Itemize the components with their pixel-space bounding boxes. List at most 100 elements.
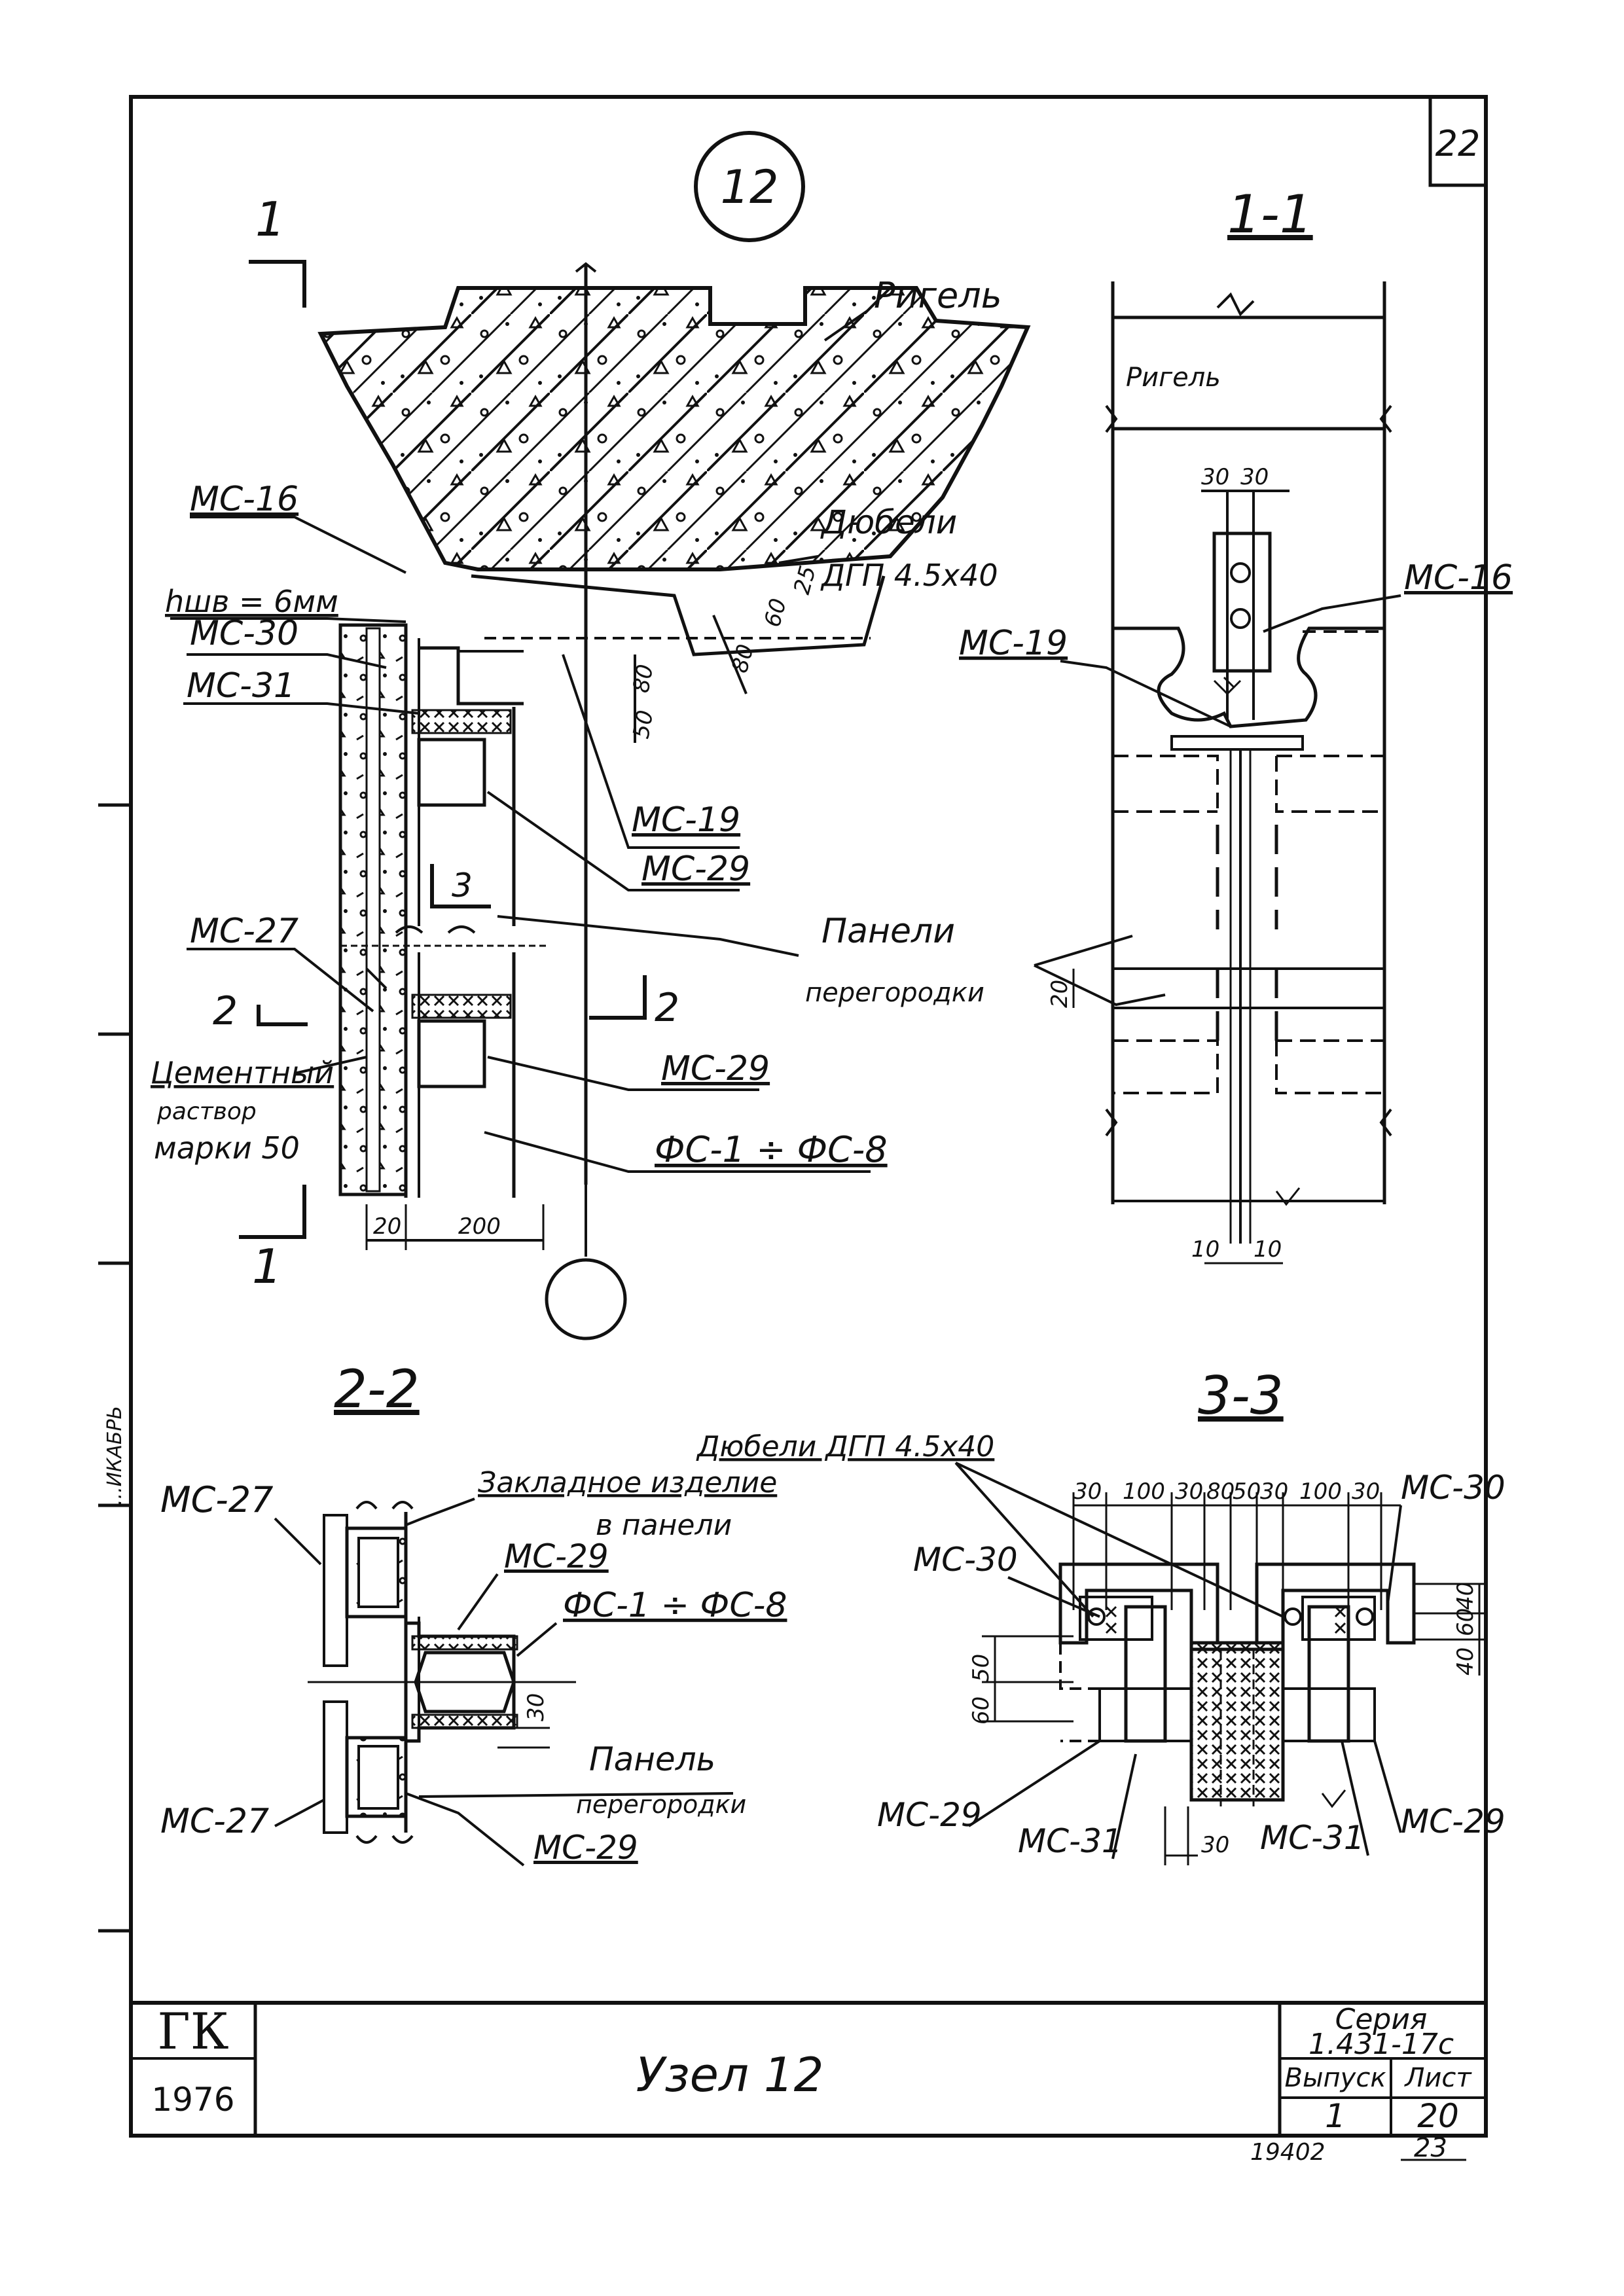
- panels-label-1: Панели: [821, 912, 955, 951]
- ms16-label: МС-16: [190, 480, 298, 519]
- dim-25: 25: [789, 563, 821, 597]
- cut-1-top: 1: [255, 192, 285, 247]
- ms27-label: МС-27: [190, 912, 298, 951]
- d33-right-60: 60: [1453, 1608, 1479, 1636]
- series-value: 1.431-17с: [1308, 2028, 1454, 2061]
- d33-2: 100: [1123, 1479, 1165, 1505]
- dowels-33-label: Дюбели ДГП 4.5х40: [696, 1430, 994, 1463]
- logo: ГК: [157, 2002, 228, 2060]
- stamp-sheet-id: 19402: [1250, 2139, 1326, 2166]
- cut-2-right: 2: [655, 985, 679, 1031]
- central-tube: [1189, 1641, 1285, 1802]
- ms31-left-label: МС-31: [1018, 1822, 1123, 1860]
- d33-7: 100: [1299, 1479, 1342, 1505]
- dowels-label-2: ДГП 4.5х40: [820, 558, 998, 593]
- top30b: 30: [1240, 464, 1269, 490]
- ms29-top-22-label: МС-29: [504, 1537, 609, 1575]
- d33-left-50: 50: [968, 1654, 994, 1682]
- rigel-beam: [317, 286, 1031, 571]
- embedded-label-1: Закладное изделие: [478, 1466, 777, 1499]
- cut-2-left: 2: [213, 988, 238, 1034]
- ms29-left-label: МС-29: [877, 1796, 982, 1834]
- section-1-1: 1-1 Ригель 30 30: [959, 184, 1513, 1265]
- ms16-plate: [1212, 531, 1272, 673]
- section-3-3: 3-3 Дюбели ДГП 4.5х40 30 100 30 80 50 30…: [696, 1365, 1506, 1865]
- dim-200: 200: [458, 1213, 501, 1240]
- sheet-title: Узел 12: [636, 2047, 824, 2102]
- dim-80b: 80: [727, 641, 759, 675]
- weld-label: hшв = 6мм: [165, 584, 338, 619]
- embedded-label-2: в панели: [596, 1509, 732, 1542]
- fs-label: ФС-1 ÷ ФС-8: [655, 1129, 888, 1170]
- ms27-bottom-label: МС-27: [160, 1802, 269, 1841]
- stamp-number: 23: [1414, 2133, 1447, 2163]
- panels-label-2: перегородки: [805, 978, 984, 1008]
- d33-8: 30: [1352, 1479, 1380, 1505]
- rigel-label: Ригель: [874, 275, 1002, 316]
- ms29-left-box: [1124, 1605, 1167, 1743]
- node-mark-circle: [694, 131, 805, 242]
- top30a: 30: [1201, 464, 1229, 490]
- ms30-left-label: МС-30: [913, 1541, 1018, 1579]
- d33-bottom-30: 30: [1201, 1832, 1229, 1858]
- ms29-bottom-box: [417, 1019, 486, 1088]
- ms19-label: МС-19: [632, 800, 740, 840]
- page-number: 22: [1435, 123, 1481, 164]
- ms29-bottom-label: МС-29: [661, 1049, 770, 1088]
- mortar-label-3: марки 50: [154, 1130, 300, 1166]
- page-number-box: [1428, 95, 1488, 187]
- sheet-label: Лист: [1403, 2063, 1472, 2093]
- dowels-label-1: Дюбели: [820, 503, 957, 541]
- dim-20: 20: [373, 1213, 401, 1240]
- sheet-frame: 22 ...ИКАБРЬ: [98, 95, 1488, 2138]
- fs-22-label: ФС-1 ÷ ФС-8: [563, 1586, 787, 1625]
- rigel-label-section: Ригель: [1126, 363, 1221, 393]
- section-2-2: 2-2 МС-27 Закладное изделие в панели МС-…: [160, 1359, 787, 1867]
- section-1-1-title: 1-1: [1227, 184, 1313, 245]
- section-3-3-title: 3-3: [1198, 1365, 1284, 1426]
- ms31-right-label: МС-31: [1260, 1819, 1365, 1857]
- dim-80a: 80: [628, 662, 659, 695]
- dim-50: 50: [628, 708, 659, 741]
- node-12-view: 12 1 1 3 2 2: [151, 131, 1166, 1340]
- cut-1-bottom: 1: [252, 1239, 282, 1294]
- node-mark: 12: [720, 160, 778, 214]
- ms29-bottom-22-label: МС-29: [533, 1829, 638, 1867]
- d33-1: 30: [1074, 1479, 1102, 1505]
- d33-right-40b: 40: [1453, 1582, 1479, 1610]
- ms29-top-box: [417, 738, 486, 807]
- title-block: ГК 1976 Узел 12 Серия 1.431-17с Выпуск Л…: [131, 2001, 1486, 2166]
- d33-6: 30: [1260, 1479, 1288, 1505]
- mortar-label-2: раствор: [156, 1098, 257, 1125]
- dim-20-1-1: 20: [1047, 980, 1073, 1008]
- bot10a: 10: [1191, 1236, 1219, 1263]
- ms19-section-label: МС-19: [959, 624, 1068, 663]
- ms16-section-label: МС-16: [1404, 558, 1513, 598]
- d33-4: 80: [1206, 1479, 1235, 1505]
- ms31-label: МС-31: [187, 666, 295, 706]
- mortar-label-1: Цементный: [151, 1055, 334, 1090]
- margin-note: ...ИКАБРЬ: [103, 1406, 126, 1505]
- section-2-2-title: 2-2: [334, 1359, 420, 1420]
- series-label: Серия: [1335, 2003, 1428, 2036]
- bot10b: 10: [1254, 1236, 1282, 1263]
- d33-3: 30: [1175, 1479, 1203, 1505]
- ms30-label: МС-30: [190, 614, 298, 653]
- ms29-right-label: МС-29: [1401, 1803, 1506, 1840]
- pendulum-weight: [545, 1258, 627, 1340]
- dim-60: 60: [759, 596, 792, 630]
- d33-right-40a: 40: [1453, 1647, 1479, 1676]
- ms29-top-label: МС-29: [641, 850, 750, 889]
- d33-left-60: 60: [968, 1696, 994, 1725]
- panel-22-label-1: Панель: [589, 1740, 715, 1778]
- ms30-right-label: МС-30: [1401, 1469, 1506, 1507]
- d33-5: 50: [1233, 1479, 1261, 1505]
- ms27-top-label: МС-27: [160, 1479, 274, 1520]
- year: 1976: [151, 2081, 234, 2119]
- issue-label: Выпуск: [1285, 2063, 1386, 2093]
- issue-value: 1: [1325, 2097, 1346, 2135]
- sheet-value: 20: [1417, 2097, 1459, 2135]
- dim-30-22: 30: [523, 1693, 549, 1721]
- section3-mark: 3: [452, 867, 473, 905]
